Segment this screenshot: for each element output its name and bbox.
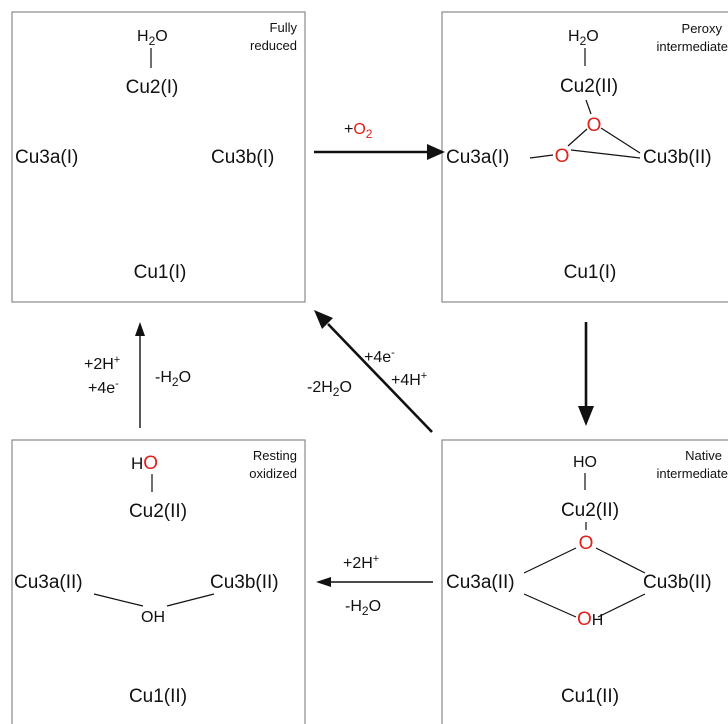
arrow-resting-to-reduced: +2H+ +4e- -H2O: [84, 322, 191, 428]
arrow-label-water: -H2O: [155, 369, 191, 389]
cu3b-label: Cu3b(I): [211, 147, 274, 168]
bond-cu3a-oxygen-top: [523, 547, 577, 574]
bond-oxygen-cu3b-upper: [600, 127, 641, 154]
oxygen-left: O: [555, 146, 570, 167]
caption-line-2: oxidized: [249, 466, 297, 481]
arrow-label-electrons: +4e-: [88, 378, 119, 397]
caption-line-1: Peroxy: [682, 21, 723, 36]
caption-line-1: Fully: [270, 20, 298, 35]
bridging-hydroxide: OH: [141, 609, 165, 626]
caption-line-2: intermediate: [656, 466, 728, 481]
arrow-label-water: -H2O: [345, 598, 381, 618]
panel-resting: Resting oxidized HO Cu2(II) Cu3a(II) Cu3…: [14, 448, 297, 707]
hydroxo-top: HO: [573, 454, 597, 471]
caption-line-1: Resting: [253, 448, 297, 463]
cu2-label: Cu2(I): [126, 77, 179, 98]
cu2-label: Cu2(II): [129, 501, 187, 522]
bond-oxygen-cu3b-lower: [570, 149, 641, 159]
arrow-label-plus-o2: +O2: [344, 121, 373, 141]
arrowhead: [135, 322, 145, 336]
caption-line-1: Native: [685, 448, 722, 463]
cu3a-label: Cu3a(I): [15, 147, 78, 168]
cu1-label: Cu1(II): [561, 686, 619, 707]
oxygen-top: O: [587, 115, 602, 136]
panel-fully-reduced: Fully reduced H2O Cu2(I) Cu3a(I) Cu3b(I)…: [15, 20, 297, 283]
bond-peroxo-o-o: [567, 128, 588, 147]
cu3a-label: Cu3a(I): [446, 147, 509, 168]
hydroxo-ligand: HO: [131, 453, 158, 474]
oxygen-top: O: [579, 533, 594, 554]
panel-box-resting: [11, 439, 306, 724]
water-ligand: H2O: [137, 28, 168, 48]
cu3b-label: Cu3b(II): [210, 572, 279, 593]
cu1-label: Cu1(I): [564, 262, 617, 283]
arrow-label-protons: +4H+: [391, 370, 427, 389]
arrowhead: [314, 310, 333, 329]
bond-oxygen-top-cu3b: [595, 547, 646, 574]
arrowhead: [578, 406, 594, 426]
arrow-label-protons: +2H+: [84, 354, 120, 373]
cu1-label: Cu1(I): [134, 262, 187, 283]
cu3a-label: Cu3a(II): [446, 572, 515, 593]
cu3b-label: Cu3b(II): [643, 572, 712, 593]
arrow-label-water: -2H2O: [307, 379, 352, 399]
panel-peroxy: Peroxy intermediate H2O Cu2(II) O O Cu3a…: [446, 21, 728, 283]
panel-box-native: [441, 439, 728, 724]
bridging-hydroxide: OH: [577, 609, 603, 630]
bond-cu2-oxygen: [585, 99, 592, 115]
water-ligand: H2O: [568, 28, 599, 48]
panel-native: Native intermediate HO Cu2(II) O Cu3a(II…: [446, 448, 728, 707]
cu3a-label: Cu3a(II): [14, 572, 83, 593]
caption-line-2: reduced: [250, 38, 297, 53]
cu2-label: Cu2(II): [561, 500, 619, 521]
bond-hydroxide-cu3b: [166, 593, 215, 607]
arrow-label-electrons: +4e-: [364, 347, 395, 366]
bond-oxygen-bottom-cu3b: [597, 593, 646, 618]
arrow-label-protons: +2H+: [343, 553, 379, 572]
arrow-peroxy-to-native: [578, 322, 594, 426]
arrow-native-to-reduced: +4e- +4H+ -2H2O: [307, 310, 433, 433]
bond-cu3a-hydroxide: [93, 593, 144, 607]
arrow-native-to-resting: +2H+ -H2O: [316, 553, 433, 618]
cu1-label: Cu1(II): [129, 686, 187, 707]
arrowhead: [316, 577, 331, 587]
bond-cu3a-oxygen-bottom: [523, 593, 577, 618]
bond-cu3a-oxygen: [529, 154, 554, 159]
caption-line-2: intermediate: [656, 39, 728, 54]
panel-box-peroxy: [441, 11, 728, 303]
arrow-oxygen-binding: +O2: [314, 121, 445, 160]
panel-box-fully-reduced: [11, 11, 306, 303]
cu2-label: Cu2(II): [560, 76, 618, 97]
arrowhead: [427, 144, 445, 160]
cu3b-label: Cu3b(II): [643, 147, 712, 168]
